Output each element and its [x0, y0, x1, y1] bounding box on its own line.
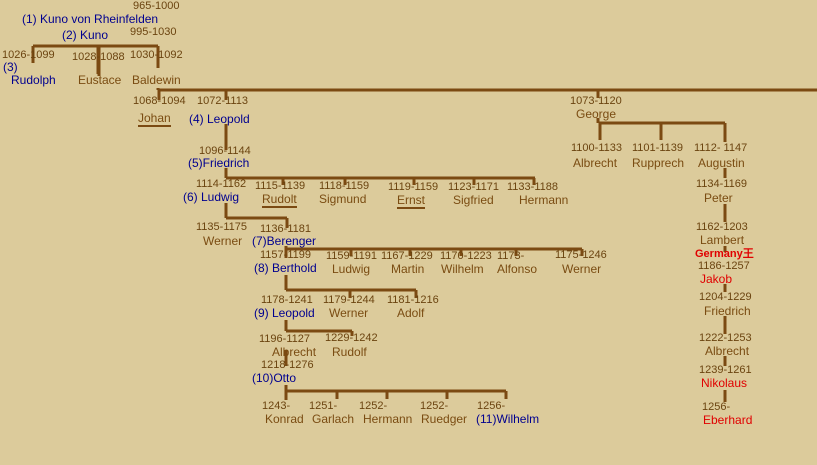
person-name: Werner	[562, 262, 602, 276]
person-years: 1252-	[420, 400, 449, 412]
person-name: (6) Ludwig	[183, 190, 240, 204]
person-name: Ludwig	[332, 262, 371, 276]
person-name: (4) Leopold	[189, 112, 250, 126]
person-name: (1) Kuno von Rheinfelden	[22, 12, 159, 26]
person-name: Nikolaus	[701, 376, 748, 390]
person-years: 1119-1159	[388, 181, 439, 193]
person-years: 1096-1144	[199, 145, 251, 157]
person-name: (10)Otto	[252, 371, 297, 385]
person-name: Rudolph	[11, 73, 56, 87]
person-name: Garlach	[312, 412, 355, 426]
person-years: 1179-1244	[323, 294, 375, 306]
person-years: 1030-1092	[130, 49, 183, 61]
person-years: 1175-1246	[555, 249, 607, 261]
person-years: 1068-1094	[133, 95, 186, 107]
person-name: (9) Leopold	[254, 306, 315, 320]
person-years: 1178-1241	[261, 294, 313, 306]
person-name: Werner	[203, 234, 243, 248]
person-years: 1072-1113	[197, 95, 248, 107]
person-years: 1252-	[359, 400, 388, 412]
person-name: Johan	[138, 111, 171, 127]
person-name: Wilhelm	[441, 262, 484, 276]
person-years: 1173-	[497, 250, 525, 262]
person-years: 1218-1276	[261, 359, 314, 371]
person-name: (11)Wilhelm	[476, 412, 540, 426]
person-years: 1136-1181	[260, 223, 311, 235]
person-name: Adolf	[397, 306, 425, 320]
person-years: 1157-1199	[260, 249, 311, 261]
person-name: Ruedger	[421, 412, 468, 426]
person-years: 1112- 1147	[694, 142, 748, 154]
person-years: 1204-1229	[699, 291, 752, 303]
person-name: Albrecht	[705, 344, 750, 358]
person-years: 1159-1191	[326, 250, 377, 262]
person-years: 1243-	[262, 400, 291, 412]
person-name: Sigmund	[319, 192, 367, 206]
person-years: 1133-1188	[507, 181, 558, 193]
person-years: 1114-1162	[196, 178, 247, 190]
person-name: Friedrich	[704, 304, 751, 318]
person-years: 1256-	[477, 400, 506, 412]
person-name: Rudolt	[262, 192, 297, 208]
person-years: 1170-1223	[440, 250, 492, 262]
person-years: 1196-1127	[259, 333, 310, 345]
person-years: 1101-1139	[632, 142, 683, 154]
person-name: Albrecht	[573, 156, 618, 170]
person-name: Peter	[704, 191, 733, 205]
person-name: Baldewin	[132, 73, 181, 87]
person-name: Werner	[329, 306, 369, 320]
person-name: Eustace	[78, 73, 122, 87]
person-years: 1115-1139	[255, 180, 306, 192]
person-years: 1118-1159	[319, 180, 370, 192]
person-name: (8) Berthold	[254, 261, 317, 275]
person-name: Jakob	[700, 272, 733, 286]
person-name: Augustin	[698, 156, 745, 170]
person-name: Rupprech	[632, 156, 685, 170]
person-years: 995-1030	[130, 26, 177, 38]
person-name: Sigfried	[453, 193, 494, 207]
person-years: 1239-1261	[699, 364, 752, 376]
person-years: 1073-1120	[570, 95, 622, 107]
person-years: 1026-1099	[2, 49, 55, 61]
person-years: 1251-	[309, 400, 338, 412]
person-name: (2) Kuno	[62, 28, 109, 42]
person-name: Alfonso	[497, 262, 538, 276]
person-years: 1222-1253	[699, 332, 752, 344]
person-name: (5)Friedrich	[188, 156, 250, 170]
person-name: Hermann	[363, 412, 413, 426]
person-years: 1256-	[702, 401, 731, 413]
person-years: 1167-1229	[381, 250, 433, 262]
person-years: 965-1000	[133, 0, 180, 12]
person-years: 1181-1216	[387, 294, 439, 306]
person-name: Hermann	[519, 193, 569, 207]
person-years: 1162-1203	[696, 221, 748, 233]
person-years: 1229-1242	[325, 332, 378, 344]
person-name: (7)Berenger	[252, 234, 317, 248]
person-years: 1186-1257	[698, 260, 750, 272]
person-name: Ernst	[397, 193, 426, 209]
person-years: 1100-1133	[571, 142, 622, 154]
person-years: 1134-1169	[696, 178, 747, 190]
person-name: Lambert	[700, 233, 745, 247]
person-years: 1135-1175	[196, 221, 247, 233]
person-years: 1028-1088	[72, 51, 125, 63]
person-years: 1123-1171	[448, 181, 499, 193]
person-name: Rudolf	[332, 345, 367, 359]
person-name: Albrecht	[272, 345, 317, 359]
person-name: Eberhard	[703, 413, 753, 427]
person-name: Martin	[391, 262, 425, 276]
person-name: George	[576, 107, 617, 121]
person-ordinal: (3)	[3, 60, 18, 74]
germany-king-label: Germany王	[695, 248, 754, 260]
person-name: Konrad	[265, 412, 304, 426]
